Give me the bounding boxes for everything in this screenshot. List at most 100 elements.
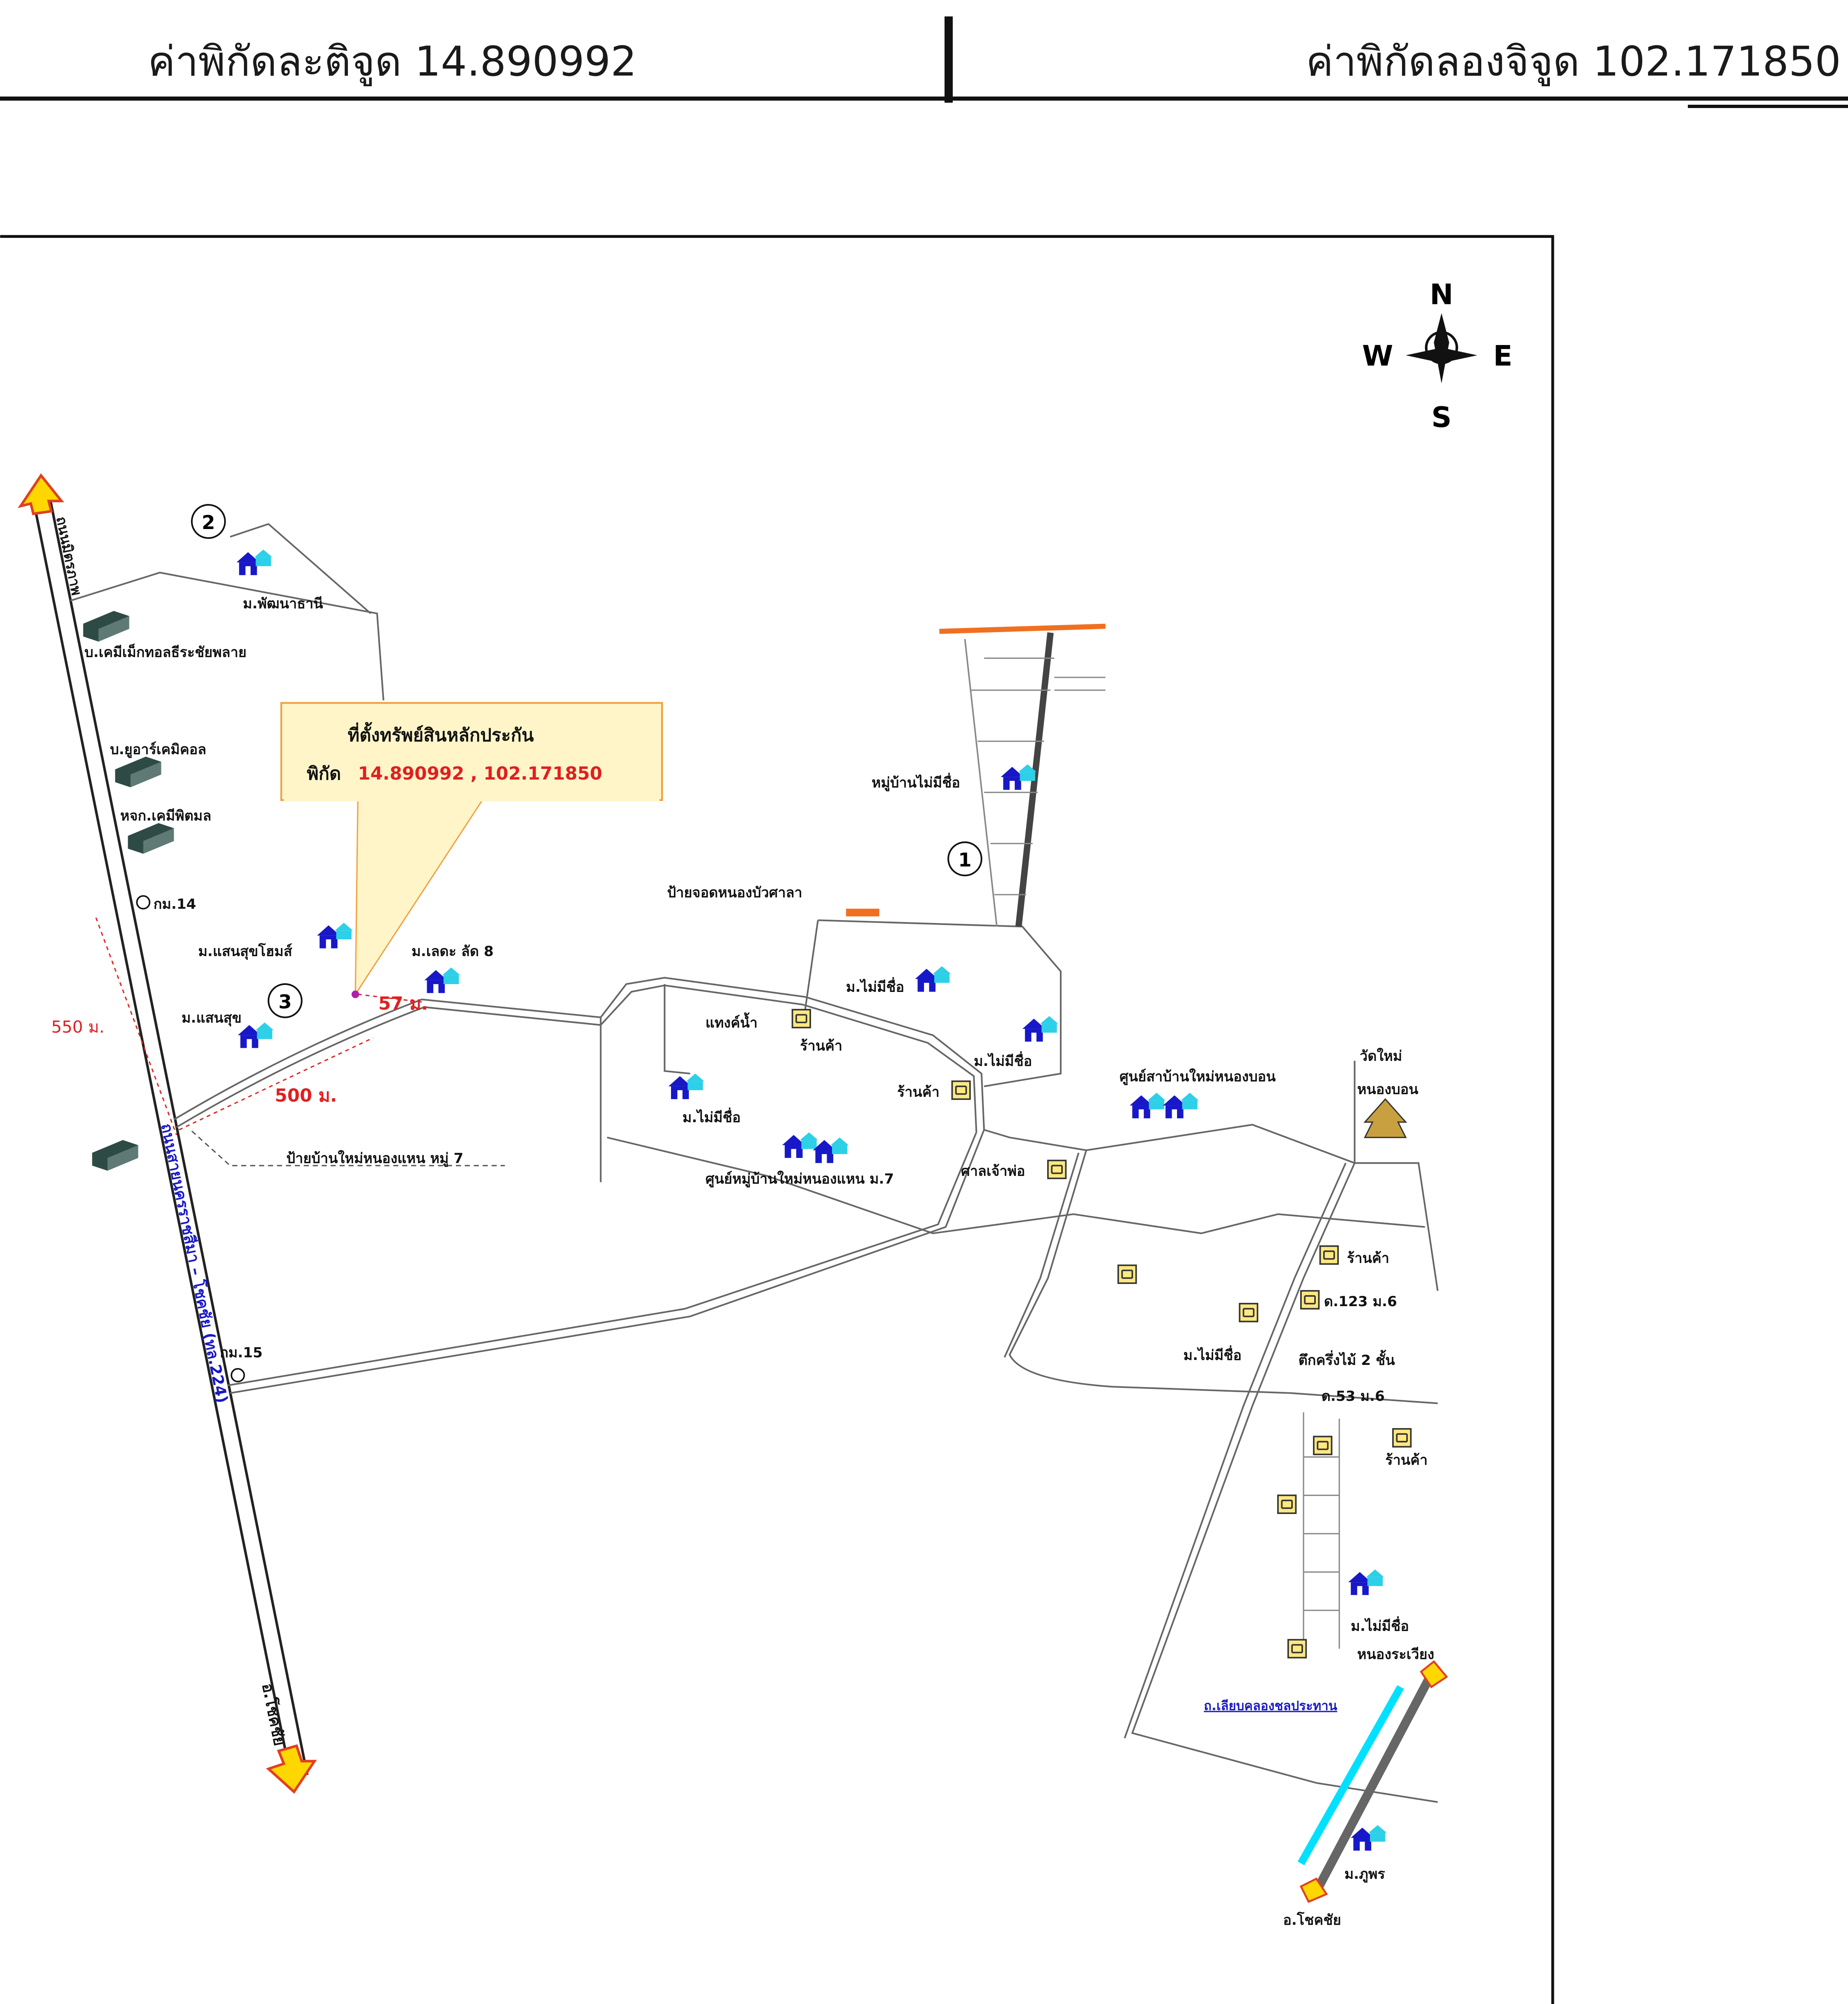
label-tank: แทงค์น้ำ: [706, 1012, 758, 1031]
compass-rose-icon: [1406, 313, 1478, 384]
label-canal: ถ.เลียบคลองชลประทาน: [1204, 1698, 1337, 1713]
km14-post-icon: [136, 895, 151, 910]
property-callout: [280, 702, 663, 997]
label-village-saensuk: ม.แสนสุข: [182, 1010, 241, 1026]
label-km15: กม.15: [220, 1345, 263, 1361]
label-village-noname1: ม.ไม่มีชื่อ: [846, 977, 904, 996]
shop-icon: [1319, 1245, 1339, 1265]
house-icon: [782, 1132, 818, 1158]
main-highway: [32, 494, 309, 1779]
label-village-lade: ม.เลดะ ลัด 8: [411, 943, 494, 959]
shop-icon: [1287, 1639, 1307, 1659]
label-village-noname2: ม.ไม่มีชื่อ: [974, 1051, 1032, 1070]
label-company-chem: บ.เคมีเม็กทอลธีระชัยพลาย: [85, 643, 247, 660]
distance-500-label: 500 ม.: [275, 1086, 337, 1106]
label-temple2: หนองบอน: [1357, 1081, 1418, 1098]
southeast-road: [1297, 1412, 1435, 1894]
shop-icon: [1392, 1428, 1412, 1448]
longitude-label: ค่าพิกัดลองจิจูด 102.171850: [1306, 37, 1841, 85]
label-village-noname3: ม.ไม่มีชื่อ: [683, 1107, 741, 1126]
compass-w: W: [1362, 340, 1393, 373]
label-house123: ด.123 ม.6: [1324, 1293, 1397, 1310]
marker-1: 1: [947, 841, 983, 877]
house-icon: [1348, 1569, 1384, 1595]
callout-coord-value: 14.890992 , 102.171850: [358, 764, 602, 784]
header-underline-right: [1688, 105, 1848, 108]
local-roads: [70, 523, 1439, 1803]
chokchai-arrow-icon: [1299, 1877, 1328, 1903]
header-divider: [945, 16, 953, 103]
coordinate-header: ค่าพิกัดละติจูด 14.890992 ค่าพิกัดลองจิจ…: [0, 0, 1848, 108]
label-village-pattana: ม.พัฒนาธานี: [243, 596, 324, 612]
distance-57-label: 57 ม.: [378, 994, 428, 1014]
compass-s: S: [1432, 401, 1452, 434]
factory-icon: [83, 611, 129, 642]
label-health-center-nb: ศูนย์สาบ้านใหม่หนองบอน: [1119, 1068, 1276, 1085]
shop-icon: [1047, 1160, 1067, 1179]
distance-550-label: 550 ม.: [51, 1017, 105, 1037]
marker-2: 2: [191, 504, 226, 539]
factory-icon: [92, 1140, 138, 1171]
label-bus-stop: ป้ายจอดหนองบัวศาลา: [667, 884, 802, 901]
shop-icon: [1239, 1302, 1258, 1323]
bus-stop-icon: [846, 909, 880, 917]
compass-e: E: [1493, 340, 1512, 373]
factory-icon: [115, 757, 161, 787]
nong-rawiang-arrow-icon: [1420, 1660, 1448, 1689]
map-frame: [0, 235, 1554, 2004]
label-village-phuphon: ม.ภูพร: [1345, 1866, 1386, 1883]
south-arrow-icon: [266, 1744, 317, 1794]
label-village-sign: ป้ายบ้านใหม่หนองแหน หมู่ 7: [286, 1150, 463, 1167]
shop-icon: [1277, 1494, 1297, 1514]
house-icon: [424, 967, 460, 993]
label-house-wood: ตึกครึ่งไม้ 2 ชั้น: [1299, 1350, 1395, 1369]
label-company-star: บ.ยูอาร์เคมิคอล: [110, 741, 206, 758]
house-icon: [1163, 1093, 1199, 1118]
house-icon: [1022, 1016, 1058, 1042]
compass-n: N: [1430, 278, 1453, 311]
label-house53: ด.53 ม.6: [1322, 1388, 1385, 1404]
house-icon: [1351, 1825, 1387, 1851]
marker-2-label: 2: [202, 512, 215, 534]
temple-icon: [1363, 1098, 1407, 1138]
label-village-noname5: ม.ไม่มีชื่อ: [1351, 1616, 1409, 1634]
label-shop-a: ร้านค้า: [800, 1038, 842, 1054]
callout-coord-prefix: พิกัด: [307, 764, 341, 784]
label-company-chem2: หจก.เคมีพิตมล: [120, 808, 211, 824]
shop-icon: [791, 1009, 811, 1028]
house-icon: [915, 966, 951, 992]
shop-icon: [951, 1080, 971, 1100]
house-icon: [238, 1022, 274, 1048]
latitude-label: ค่าพิกัดละติจูด 14.890992: [148, 37, 637, 85]
km15-post-icon: [230, 1368, 245, 1383]
label-temple: วัดใหม่: [1360, 1048, 1402, 1065]
property-point: [352, 990, 359, 999]
label-village-noname-n: หมู่บ้านไม่มีชื่อ: [871, 773, 960, 791]
label-nong-rawiang: หนองระเวียง: [1357, 1646, 1434, 1663]
shop-icon: [1117, 1264, 1137, 1284]
highway-main-label: ถนนสายนครราชสีมา – โชคชัย (ทล.224): [158, 1122, 232, 1404]
label-shop-c: ร้านค้า: [1347, 1250, 1389, 1266]
label-shop-d: ร้านค้า: [1385, 1452, 1427, 1468]
label-chokchai: อ.โชคชัย: [1283, 1912, 1341, 1928]
marker-1-label: 1: [958, 849, 971, 872]
shop-icon: [1300, 1290, 1320, 1310]
factory-icon: [128, 823, 174, 854]
house-icon: [813, 1137, 849, 1163]
label-health-center7: ศูนย์หมู่บ้านใหม่หนองแหน ม.7: [706, 1170, 894, 1187]
distance-lines: [95, 917, 505, 1167]
label-km14: กม.14: [154, 896, 196, 912]
house-icon: [668, 1073, 704, 1099]
house-icon: [317, 923, 353, 948]
label-shrine: ศาลเจ้าพ่อ: [961, 1163, 1025, 1180]
marker-3-label: 3: [278, 991, 292, 1013]
label-village-noname4: ม.ไม่มีชื่อ: [1184, 1345, 1242, 1364]
marker-3: 3: [267, 983, 303, 1018]
north-arrow-icon: [18, 473, 64, 515]
house-icon: [236, 549, 273, 575]
house-icon: [1129, 1093, 1166, 1118]
callout-title: ที่ตั้งทรัพย์สินหลักประกัน: [348, 722, 534, 746]
header-underline: [0, 97, 1848, 101]
label-shop-b: ร้านค้า: [897, 1084, 940, 1100]
